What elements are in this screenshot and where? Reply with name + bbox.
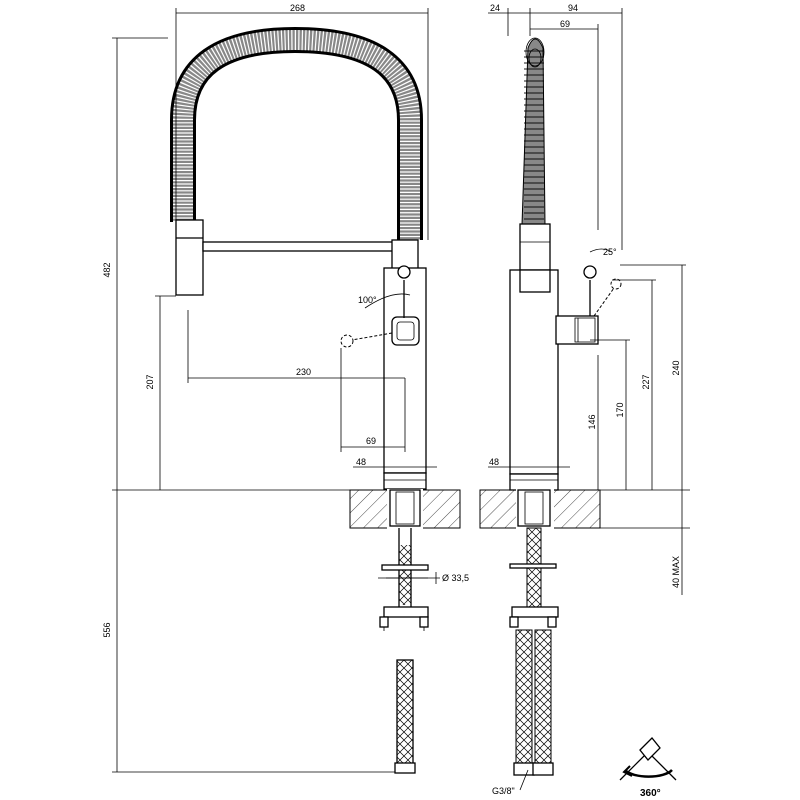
dim-227: 227 [641, 374, 651, 389]
side-dimension-lines [488, 8, 690, 791]
front-countertop [349, 489, 461, 529]
dim-100-deg: 100° [358, 295, 377, 305]
dim-48-front: 48 [356, 457, 366, 467]
dim-25-deg: 25° [603, 247, 617, 257]
dim-360: 360° [640, 788, 661, 799]
dim-24: 24 [490, 3, 500, 13]
dim-207: 207 [145, 374, 155, 389]
dim-146: 146 [587, 414, 597, 429]
dim-40-max: 40 MAX [671, 556, 681, 588]
dim-g38: G3/8" [492, 786, 515, 796]
front-hose-coils [173, 29, 420, 240]
dim-268: 268 [290, 3, 305, 13]
dimension-labels: 268 482 207 230 69 48 100° Ø 33,5 556 24… [102, 3, 681, 799]
front-view [170, 26, 427, 490]
dim-240: 240 [671, 360, 681, 375]
dim-556: 556 [102, 622, 112, 637]
dim-170: 170 [615, 402, 625, 417]
dim-482: 482 [102, 262, 112, 277]
dim-diameter: Ø 33,5 [442, 573, 469, 583]
side-countertop [479, 489, 601, 529]
side-below-counter [509, 527, 559, 776]
front-below-counter [379, 528, 429, 774]
dim-230: 230 [296, 367, 311, 377]
front-collar [391, 239, 419, 271]
front-mixer-block [391, 316, 420, 346]
dim-69-side: 69 [560, 19, 570, 29]
side-body [509, 269, 559, 475]
rotation-360-icon [619, 737, 677, 781]
front-base [383, 472, 427, 490]
dim-94: 94 [568, 3, 578, 13]
front-spray-arm [202, 241, 394, 252]
side-view [509, 37, 622, 491]
side-mixer [555, 315, 599, 345]
dim-69-front: 69 [366, 436, 376, 446]
front-spray-head [175, 219, 204, 296]
front-hose [170, 26, 423, 240]
dim-48-side: 48 [489, 457, 499, 467]
front-dimension-lines [112, 8, 440, 773]
